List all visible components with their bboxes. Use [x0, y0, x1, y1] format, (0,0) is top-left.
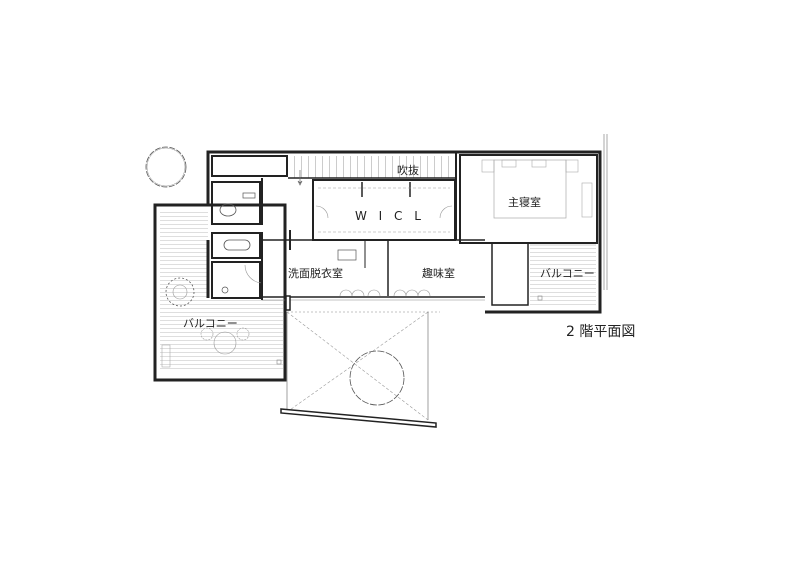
label-master-bedroom: 主寝室 [508, 196, 541, 209]
atrium-void [280, 311, 440, 428]
label-void: 吹抜 [397, 164, 419, 177]
balcony-east [491, 242, 596, 307]
tree-icon-northwest [145, 146, 187, 188]
label-balcony-west: バルコニー [183, 317, 238, 330]
exterior-walls [206, 150, 602, 314]
corridor-north [211, 152, 457, 240]
label-walk-in-closet: W I C L [355, 209, 425, 223]
toilet-room [211, 181, 261, 225]
label-washroom: 洗面脱衣室 [288, 267, 343, 280]
label-balcony-east: バルコニー [540, 267, 595, 280]
label-hobby-room: 趣味室 [422, 267, 455, 280]
bathroom [211, 232, 263, 299]
drawing-title: 2 階平面図 [566, 324, 636, 340]
washroom-hobby-row [262, 239, 485, 311]
interior-walls [261, 178, 291, 300]
balcony-west [153, 203, 287, 382]
